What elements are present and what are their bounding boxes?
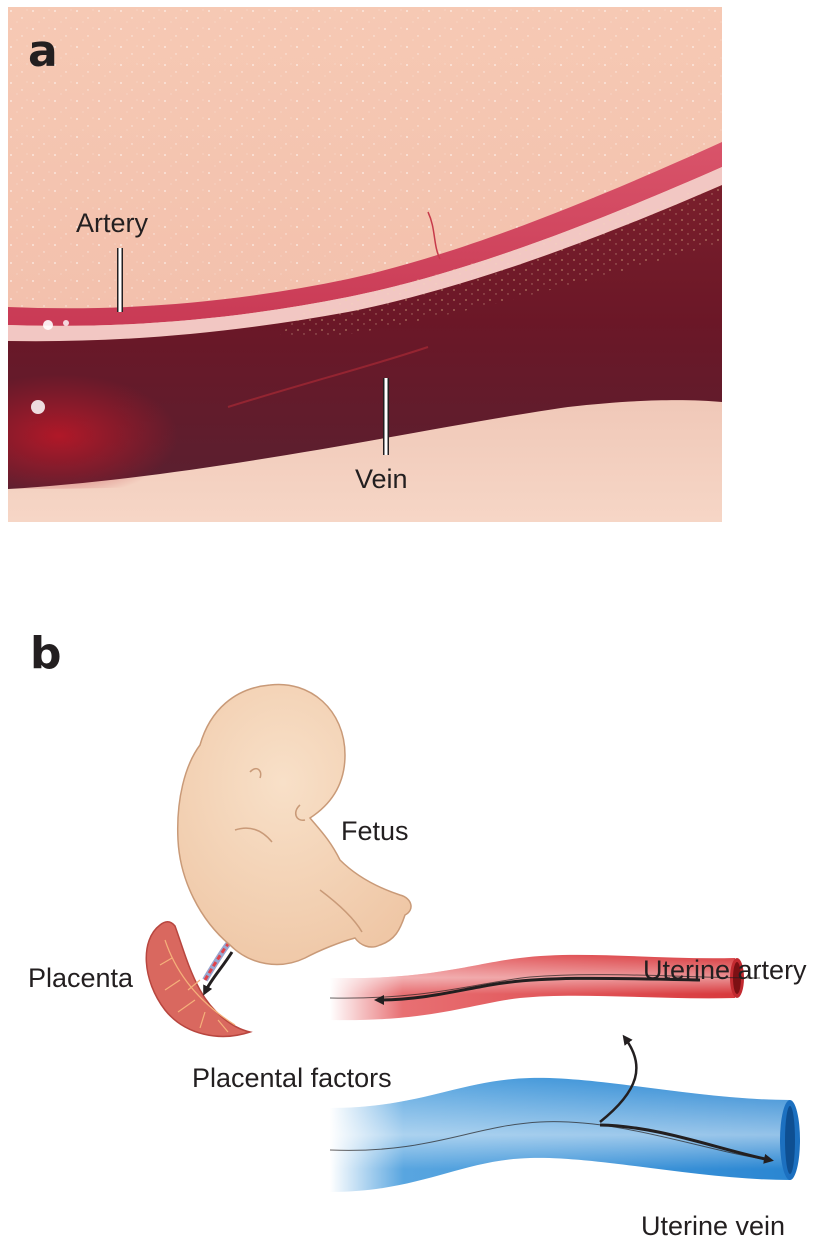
artery-label: Artery (76, 210, 148, 237)
uterine-vein-label: Uterine vein (641, 1213, 785, 1240)
uterine-artery-label: Uterine artery (643, 957, 807, 984)
placental-factors-label: Placental factors (192, 1065, 392, 1092)
panel-b-diagram (0, 560, 817, 1248)
panel-a-letter: a (28, 30, 58, 74)
panel-a-micrograph (8, 7, 722, 522)
uterine-vein-vessel (330, 1078, 800, 1192)
placenta-label: Placenta (28, 965, 133, 992)
vein-label: Vein (355, 466, 408, 493)
fetus-label: Fetus (341, 818, 409, 845)
